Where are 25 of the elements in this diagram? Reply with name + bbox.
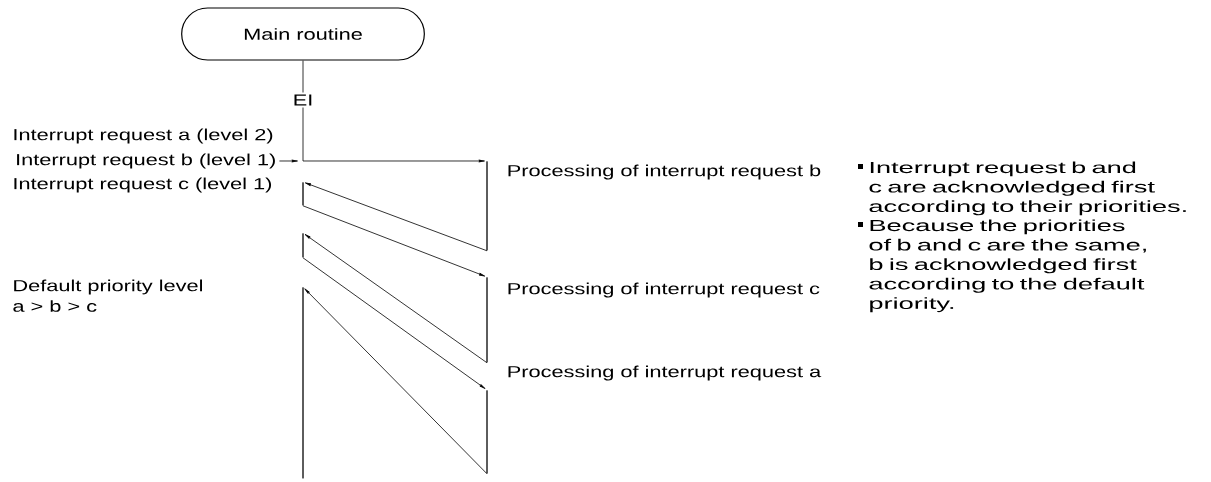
edge-label: EI xyxy=(290,92,316,108)
timeline-bar xyxy=(486,161,488,251)
timeline-bar xyxy=(486,277,488,363)
timeline-bar xyxy=(302,287,304,479)
note-text: Interrupt request b and c are acknowledged first according to their priorities. xyxy=(869,161,1186,216)
arrow xyxy=(304,234,488,364)
arrow xyxy=(304,182,488,252)
label-text: Default priority level xyxy=(14,279,202,295)
timeline-bar xyxy=(302,182,304,206)
arrow xyxy=(302,257,486,389)
note-text: Because the priorities of b and c are the same, b is acknowledged first according to the default priority. xyxy=(869,219,1146,313)
timeline-bar xyxy=(486,390,488,474)
arrow xyxy=(302,205,486,277)
label-text: a > b > c xyxy=(13,300,97,312)
label-text: Interrupt request a (level 2) xyxy=(14,128,273,144)
request-text: Interrupt request b (level 1) xyxy=(17,153,275,169)
process-label: Processing of interrupt request c xyxy=(508,282,820,298)
terminal-box: Main routine xyxy=(181,7,425,61)
label-text: Interrupt request c (level 1) xyxy=(14,177,272,193)
arrow xyxy=(304,288,488,475)
arrow xyxy=(279,159,298,163)
process-label: Processing of interrupt request a xyxy=(508,365,822,381)
timeline-bar xyxy=(302,233,304,258)
arrow xyxy=(302,60,485,163)
process-label: Processing of interrupt request b xyxy=(508,164,821,180)
